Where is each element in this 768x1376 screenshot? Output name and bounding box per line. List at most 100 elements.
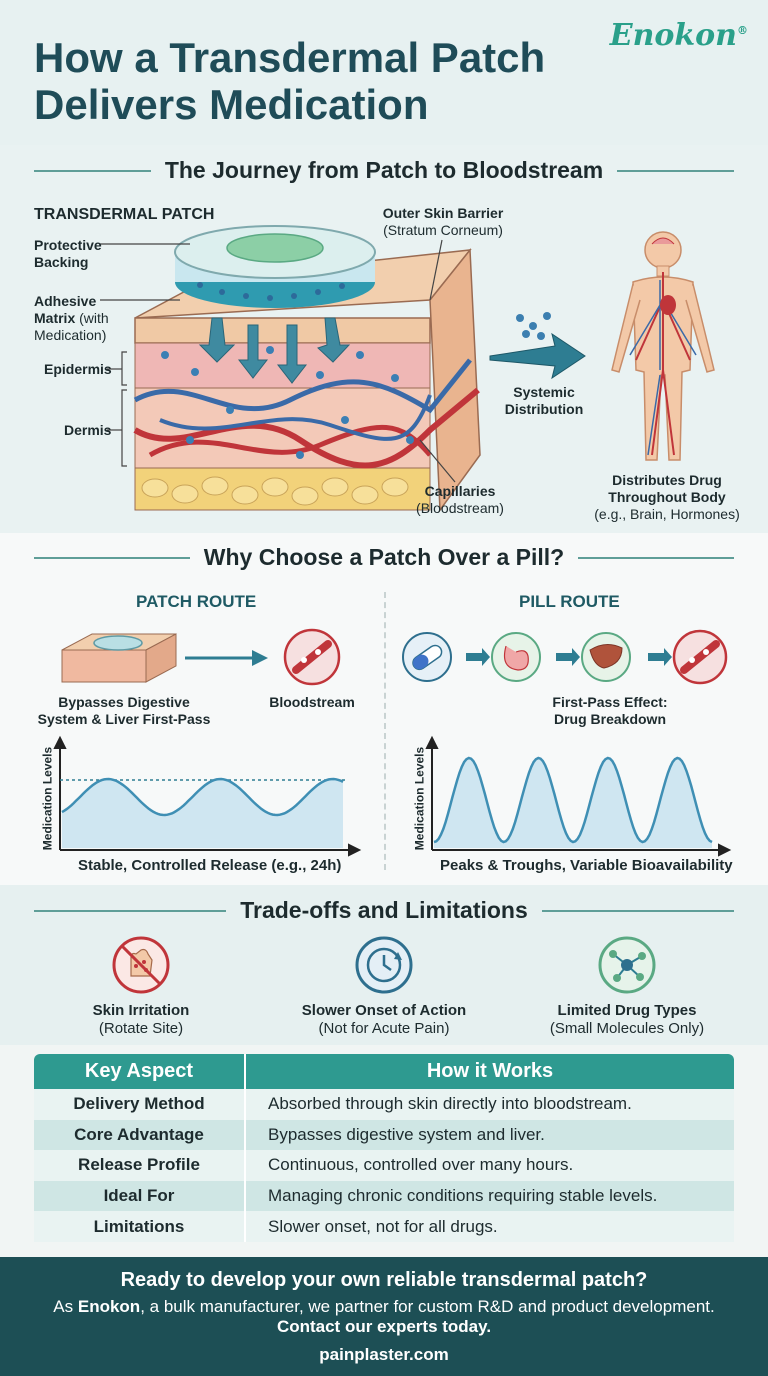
skin-diagram — [100, 225, 715, 513]
patch-chart-caption: Stable, Controlled Release (e.g., 24h) — [78, 857, 342, 874]
patch-chart-axes — [53, 735, 362, 857]
tradeoff-sub: (Small Molecules Only) — [549, 1020, 705, 1037]
pill-y-axis-label: Medication Levels — [412, 746, 427, 851]
first-pass-label: First-Pass Effect: Drug Breakdown — [530, 694, 690, 728]
adhesive-matrix-label: Adhesive Matrix (with Medication) — [34, 293, 109, 344]
tradeoffs-heading-text: Trade-offs and Limitations — [240, 897, 528, 923]
vein-2 — [159, 394, 432, 441]
pill-curve-line — [433, 756, 713, 844]
comparison-heading-text: Why Choose a Patch Over a Pill? — [203, 544, 565, 570]
pill-route-arrows — [466, 648, 672, 666]
tradeoff-icons — [112, 936, 656, 994]
epidermis-label: Epidermis — [44, 361, 112, 378]
table-row: Release Profile Continuous, controlled o… — [34, 1150, 734, 1181]
protective-backing-text-2: Backing — [34, 254, 89, 270]
distributes-label: Distributes Drug Throughout Body (e.g., … — [582, 472, 752, 523]
patch-route-arrow — [185, 650, 268, 666]
patch-drug-particles — [197, 282, 345, 301]
distributes-text-1: Distributes Drug — [612, 472, 722, 488]
adhesive-text-2b: (with — [79, 310, 109, 326]
dermis-label: Dermis — [64, 422, 111, 439]
footer-body: As Enokon, a bulk manufacturer, we partn… — [40, 1297, 728, 1337]
protective-backing-label: Protective Backing — [34, 237, 102, 271]
systemic-text-1: Systemic — [513, 384, 575, 400]
epidermis-text: Epidermis — [44, 361, 112, 377]
footer-cta: Ready to develop your own reliable trans… — [0, 1257, 768, 1376]
journey-heading: The Journey from Patch to Bloodstream — [34, 157, 735, 184]
table-header: Key Aspect How it Works — [34, 1054, 734, 1089]
table-cell-aspect: Core Advantage — [34, 1119, 246, 1151]
comparison-heading: Why Choose a Patch Over a Pill? — [34, 544, 734, 571]
footer-contact-link[interactable]: Contact our experts today. — [276, 1317, 492, 1336]
artery-2 — [148, 424, 432, 458]
patch-y-axis-label: Medication Levels — [40, 746, 55, 851]
tradeoff-limited-drugs: Limited Drug Types (Small Molecules Only… — [527, 1002, 727, 1038]
route-divider — [384, 592, 386, 870]
bloodstream-icon — [283, 628, 341, 686]
journey-heading-text: The Journey from Patch to Bloodstream — [164, 157, 604, 183]
patch-skin-block — [61, 633, 177, 683]
pill-chart-axes — [425, 735, 732, 857]
outer-barrier-text-2: (Stratum Corneum) — [383, 222, 503, 238]
bypass-text-1: Bypasses Digestive — [58, 694, 190, 710]
footer-website-link[interactable]: painplaster.com — [319, 1345, 449, 1364]
table-cell-aspect: Ideal For — [34, 1180, 246, 1212]
pill-bloodstream-icon — [672, 629, 728, 685]
table-cell-aspect: Delivery Method — [34, 1089, 246, 1120]
bypass-text-2: System & Liver First-Pass — [37, 711, 211, 727]
pill-icon — [402, 632, 452, 682]
table-cell-detail: Bypasses digestive system and liver. — [268, 1124, 545, 1144]
heading-rule-right — [617, 169, 735, 172]
table-cell-aspect: Release Profile — [34, 1150, 246, 1181]
adhesive-text-2a: Matrix — [34, 310, 76, 326]
column-header-how: How it Works — [426, 1060, 554, 1082]
tradeoff-skin-irritation: Skin Irritation (Rotate Site) — [41, 1002, 241, 1038]
patch-route-title: PATCH ROUTE — [136, 592, 257, 611]
adhesive-text-1: Adhesive — [34, 293, 97, 309]
table-row: Delivery Method Absorbed through skin di… — [34, 1089, 734, 1120]
header: How a Transdermal Patch Delivers Medicat… — [0, 0, 768, 145]
liver-icon — [581, 632, 631, 682]
capillaries-text-2: (Bloodstream) — [416, 500, 504, 516]
logo-registered-mark: ® — [737, 24, 748, 37]
table-row: Limitations Slower onset, not for all dr… — [34, 1211, 734, 1242]
protective-backing-text-1: Protective — [34, 237, 102, 253]
systemic-distribution-label: Systemic Distribution — [494, 384, 594, 418]
tradeoff-sub: (Not for Acute Pain) — [318, 1020, 450, 1037]
footer-headline: Ready to develop your own reliable trans… — [120, 1269, 648, 1291]
footer-text-a: As — [53, 1297, 74, 1316]
distributes-text-3: (e.g., Brain, Hormones) — [594, 506, 740, 522]
bloodstream-text: Bloodstream — [269, 694, 355, 710]
bloodstream-label: Bloodstream — [254, 694, 370, 711]
artery-1 — [133, 387, 480, 469]
pill-curve-area — [434, 758, 712, 848]
tradeoff-title: Limited Drug Types — [557, 1002, 697, 1019]
skin-irritation-icon — [112, 936, 170, 994]
page-title: How a Transdermal Patch Delivers Medicat… — [34, 34, 634, 128]
tradeoff-title: Slower Onset of Action — [301, 1002, 467, 1019]
human-body-figure — [611, 231, 715, 461]
heading-rule-left — [34, 169, 151, 172]
table-cell-aspect: Limitations — [34, 1211, 246, 1242]
table-row: Ideal For Managing chronic conditions re… — [34, 1180, 734, 1212]
outer-barrier-text-1: Outer Skin Barrier — [382, 205, 504, 221]
outer-barrier-label: Outer Skin Barrier (Stratum Corneum) — [368, 205, 518, 239]
skin-drug-particles — [161, 346, 414, 459]
first-pass-text-2: Drug Breakdown — [553, 711, 666, 727]
logo-text: Enokon — [609, 18, 737, 53]
title-line-2: Delivers Medication — [34, 81, 429, 128]
heading-rule-right — [578, 556, 734, 559]
capillaries-text-1: Capillaries — [424, 483, 496, 499]
heading-rule-right — [541, 909, 734, 912]
summary-table: Key Aspect How it Works Delivery Method … — [34, 1054, 734, 1242]
title-line-1: How a Transdermal Patch — [34, 34, 546, 81]
tradeoff-title: Skin Irritation — [92, 1002, 190, 1019]
brand-logo: Enokon® — [610, 18, 748, 53]
table-cell-detail: Absorbed through skin directly into bloo… — [268, 1094, 632, 1114]
table-cell-detail: Managing chronic conditions requiring st… — [268, 1186, 658, 1206]
distributes-text-2: Throughout Body — [608, 489, 726, 505]
molecule-icon — [598, 936, 656, 994]
table-cell-detail: Continuous, controlled over many hours. — [268, 1155, 574, 1175]
systemic-text-2: Distribution — [504, 401, 584, 417]
footer-brand: Enokon — [77, 1297, 141, 1316]
